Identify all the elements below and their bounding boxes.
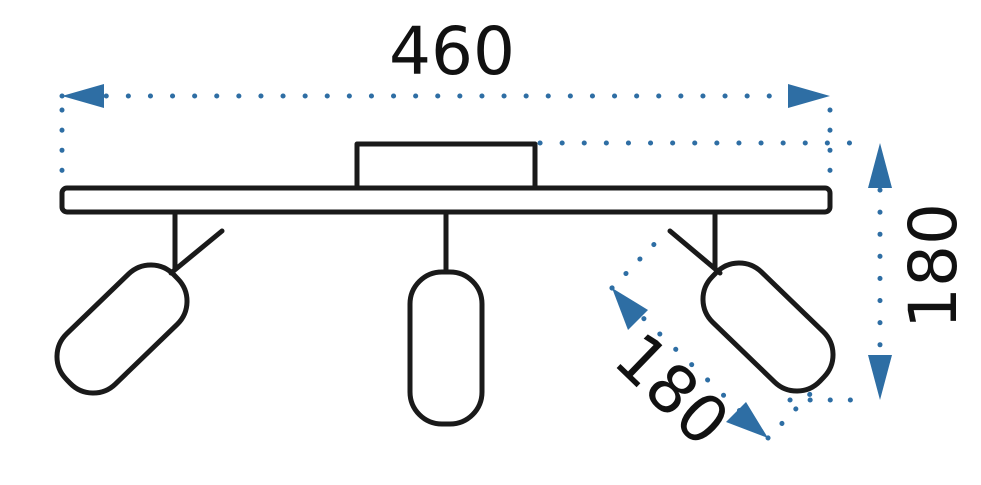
ceiling-mount-base bbox=[354, 141, 538, 191]
mounting-bar bbox=[59, 185, 833, 215]
depth-arrow-lower-icon bbox=[726, 402, 768, 438]
depth-label: 180 bbox=[600, 318, 744, 461]
lamp-outline bbox=[54, 141, 836, 427]
width-label: 460 bbox=[389, 13, 515, 90]
width-dimension: 460 bbox=[59, 13, 833, 189]
height-label: 180 bbox=[895, 203, 972, 329]
right-spotlight bbox=[667, 209, 836, 394]
width-arrow-left-icon bbox=[62, 84, 104, 108]
height-dimension: 180 bbox=[537, 140, 972, 403]
height-arrow-down-icon bbox=[868, 355, 892, 400]
width-arrow-right-icon bbox=[788, 84, 830, 108]
height-arrow-up-icon bbox=[868, 143, 892, 188]
center-spotlight bbox=[407, 209, 485, 427]
left-spotlight bbox=[54, 209, 225, 396]
depth-arrow-upper-icon bbox=[612, 288, 648, 330]
depth-dimension: 180 bbox=[600, 231, 815, 461]
